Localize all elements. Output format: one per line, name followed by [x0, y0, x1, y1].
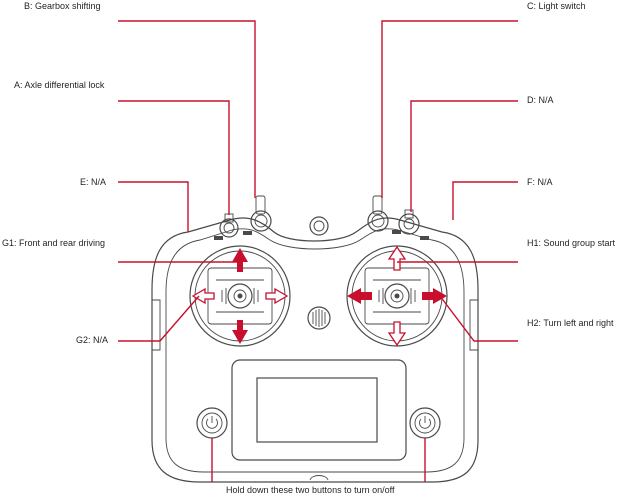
callout-g2 [118, 295, 200, 342]
power-icon [206, 418, 218, 429]
label-d: D: N/A [527, 95, 554, 105]
callout-e [118, 181, 189, 232]
label-a: A: Axle differential lock [14, 80, 105, 90]
indicator-mark [214, 236, 223, 240]
arrow-up-solid [232, 248, 248, 272]
label-power: Hold down these two buttons to turn on/o… [226, 485, 395, 495]
lcd-screen [231, 359, 407, 461]
callout-a [118, 100, 230, 215]
arrow-down-solid [232, 320, 248, 344]
callout-f [452, 181, 518, 220]
arrow-left-outline [191, 287, 215, 305]
arrow-right-solid [422, 288, 447, 304]
label-h1: H1: Sound group start [527, 238, 616, 248]
switch-c [367, 195, 389, 232]
label-g1: G1: Front and rear driving [2, 238, 106, 248]
label-c: C: Light switch [527, 1, 586, 11]
callout-b [118, 20, 256, 198]
callout-h2 [439, 295, 518, 342]
arrow-up-outline [387, 245, 407, 271]
label-e: E: N/A [80, 177, 107, 187]
label-f: F: N/A [527, 177, 553, 187]
callout-c [381, 20, 518, 198]
label-g2: G2: N/A [76, 335, 109, 345]
switch-b [250, 195, 272, 232]
label-h2: H2: Turn left and right [527, 318, 614, 328]
power-button-left [196, 407, 228, 439]
arrow-left-solid [347, 288, 372, 304]
switch-a [219, 213, 239, 238]
power-button-right [409, 407, 441, 439]
power-icon [419, 418, 431, 429]
center-knob [309, 216, 329, 236]
arrow-right-outline [265, 287, 289, 305]
callout-lines [118, 20, 518, 482]
arrow-down-outline [387, 321, 407, 347]
switch-d [398, 209, 420, 235]
label-b: B: Gearbox shifting [24, 1, 101, 11]
callout-d [410, 100, 518, 212]
center-trim-knob [307, 306, 331, 330]
